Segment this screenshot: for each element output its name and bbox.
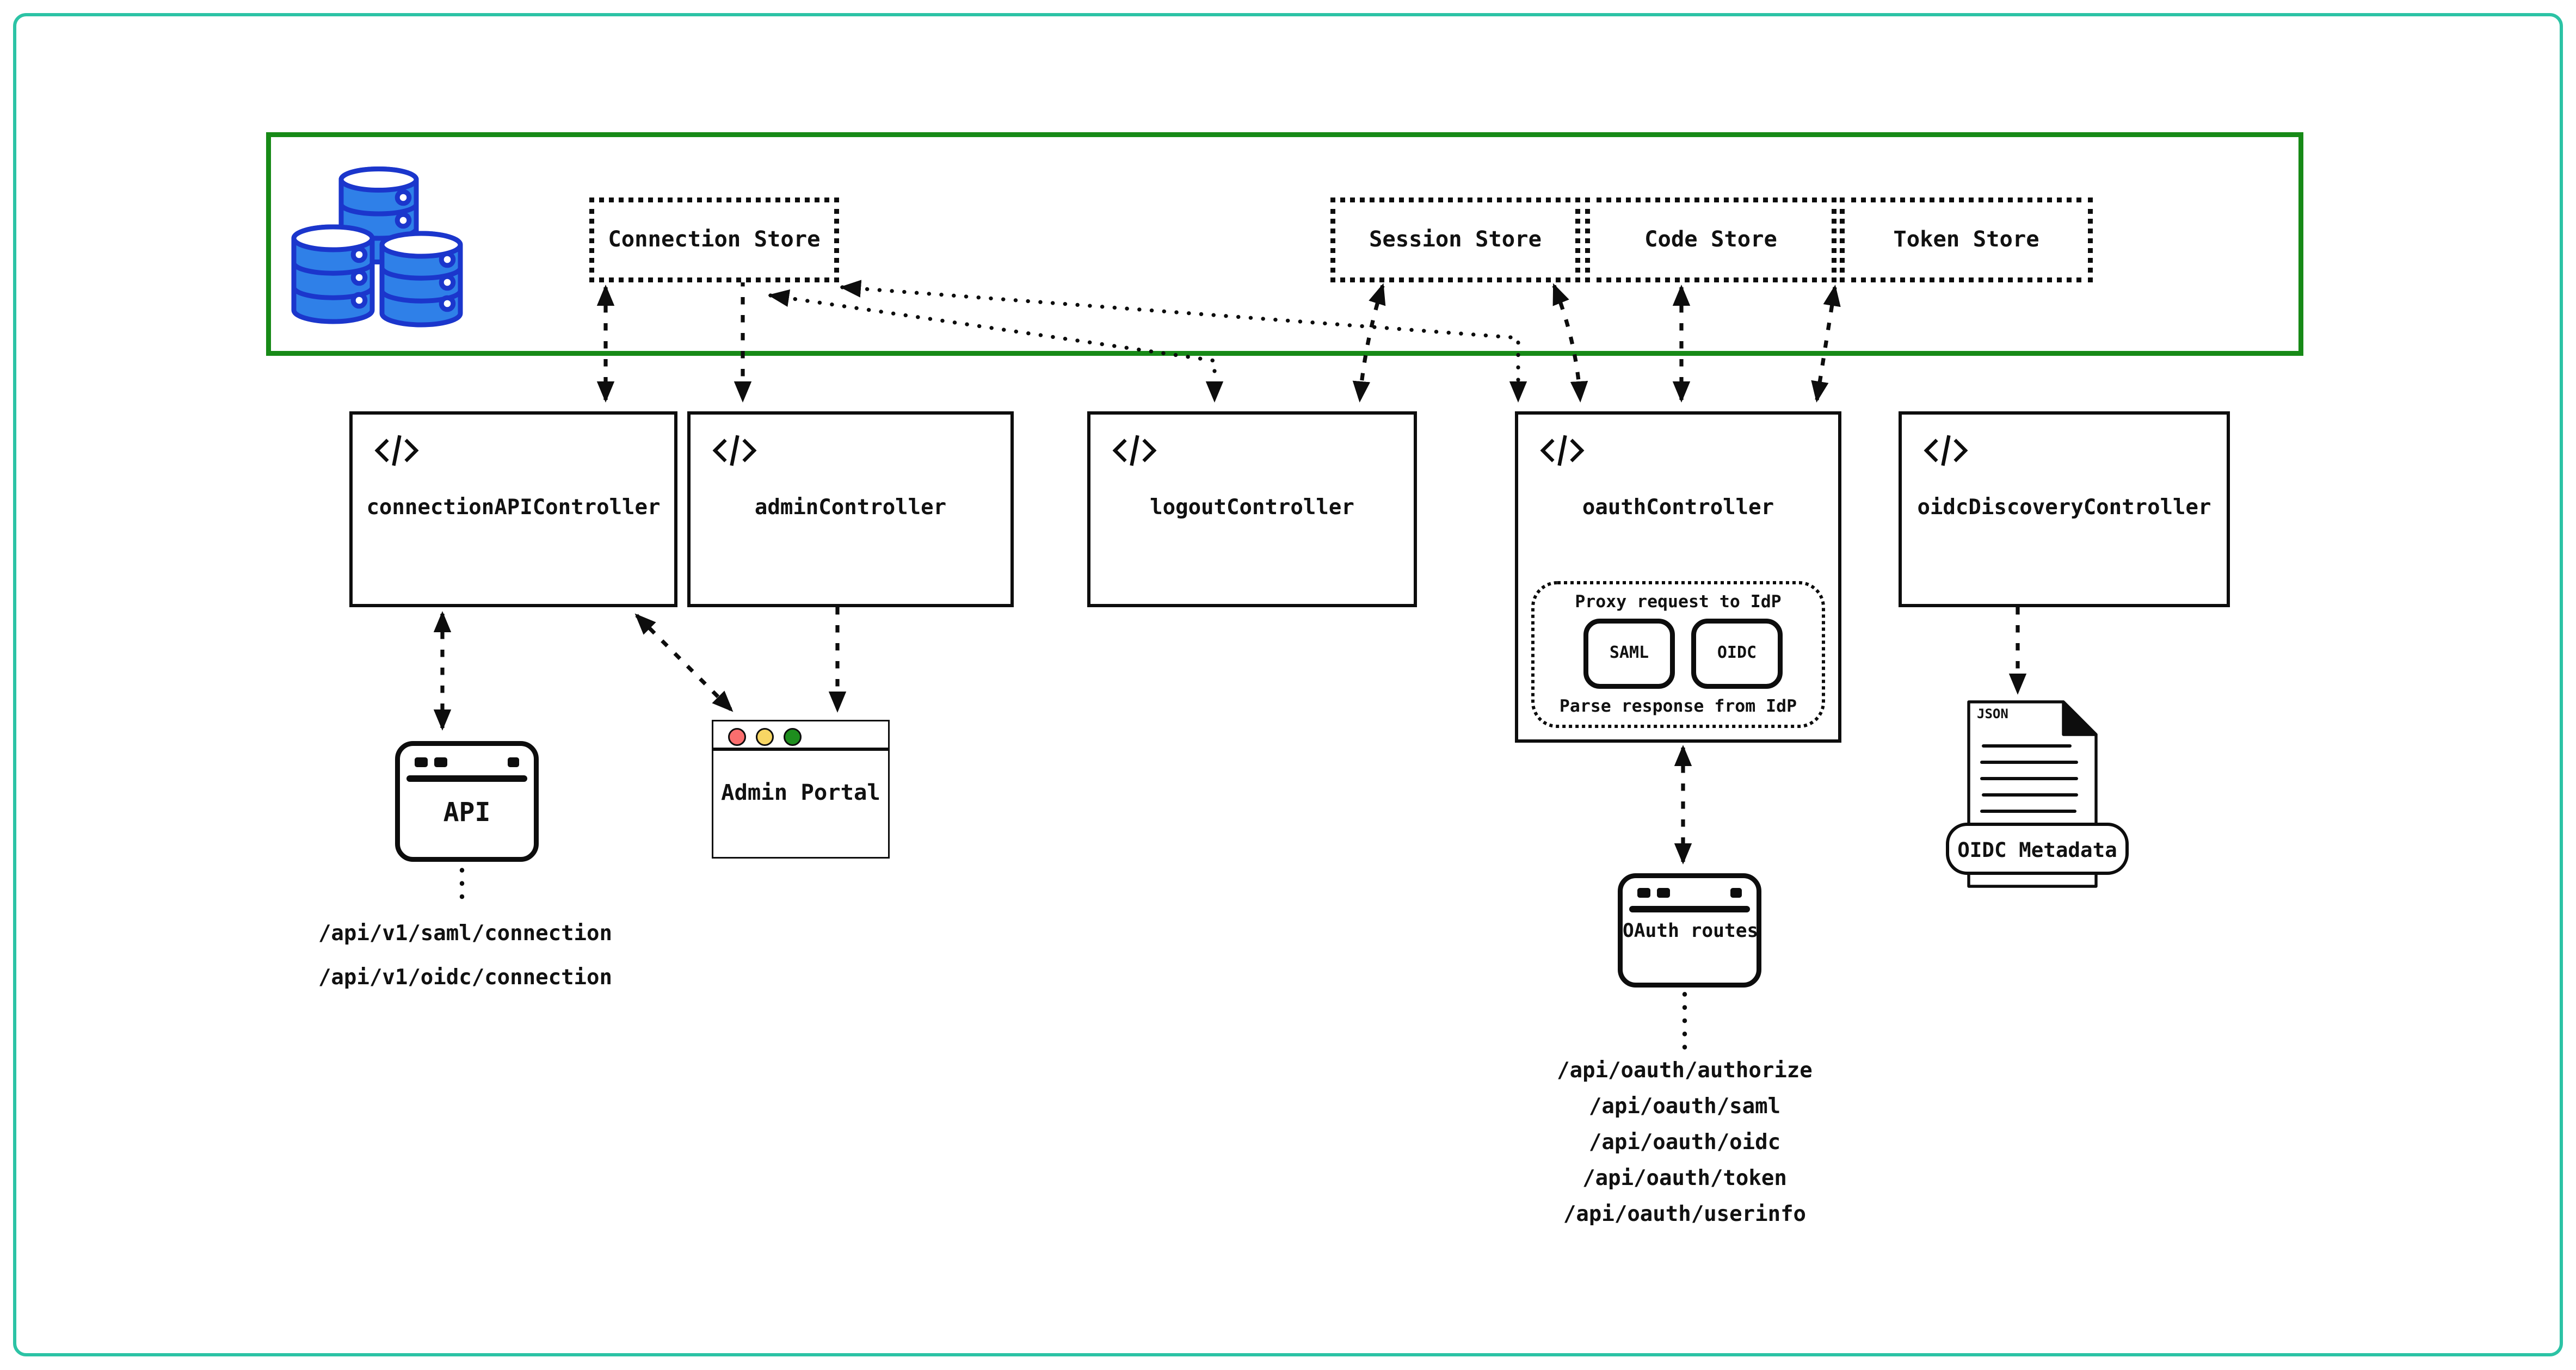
api-window: API bbox=[395, 741, 539, 862]
api-path: /api/v1/oidc/connection bbox=[318, 966, 612, 991]
token-store: Token Store bbox=[1840, 198, 2093, 282]
json-file-type-label: JSON bbox=[1977, 707, 2008, 721]
database-icon bbox=[291, 166, 463, 328]
traffic-light-yellow bbox=[756, 728, 774, 746]
admin-portal-label: Admin Portal bbox=[721, 780, 880, 806]
controller-label: oauthController bbox=[1582, 496, 1774, 521]
connection-store-label: Connection Store bbox=[608, 227, 821, 253]
controller-label: oidcDiscoveryController bbox=[1917, 496, 2211, 521]
connector-tokenstore-oauth bbox=[1811, 285, 1841, 403]
window-dot bbox=[434, 757, 447, 767]
api-window-label: API bbox=[443, 797, 491, 828]
idp-proxy-box: Proxy request to IdP SAML OIDC Parse res… bbox=[1531, 581, 1825, 728]
admin-portal-window: Admin Portal bbox=[712, 720, 890, 859]
controller-label: logoutController bbox=[1150, 496, 1354, 521]
controller-label: connectionAPIController bbox=[366, 496, 661, 521]
browser-separator bbox=[713, 748, 888, 750]
oauth-routes-label: OAuth routes bbox=[1623, 919, 1759, 942]
session-store: Session Store bbox=[1330, 198, 1580, 282]
window-dot bbox=[415, 757, 428, 767]
api-path: /api/oauth/oidc bbox=[1588, 1131, 1781, 1156]
connector-sessionstore-oauth bbox=[1552, 283, 1588, 403]
proxy-request-label: Proxy request to IdP bbox=[1575, 593, 1782, 612]
window-toolbar-line bbox=[1629, 906, 1750, 912]
code-icon bbox=[1540, 435, 1585, 466]
connection-store: Connection Store bbox=[589, 198, 839, 282]
oidc-label: OIDC bbox=[1717, 645, 1757, 663]
code-icon bbox=[1112, 435, 1157, 466]
code-store-label: Code Store bbox=[1644, 227, 1777, 253]
api-path: /api/oauth/userinfo bbox=[1563, 1203, 1807, 1227]
code-icon bbox=[374, 435, 419, 466]
oidc-discovery-controller: oidcDiscoveryController bbox=[1899, 411, 2230, 607]
code-store: Code Store bbox=[1585, 198, 1837, 282]
window-dot bbox=[1637, 888, 1650, 898]
oauth-routes-window: OAuth routes bbox=[1618, 873, 1761, 988]
connector-connectionstore-oauth bbox=[840, 280, 1527, 403]
window-dot bbox=[508, 757, 519, 767]
oauth-controller: oauthController Proxy request to IdP SAM… bbox=[1515, 411, 1841, 743]
logout-controller: logoutController bbox=[1087, 411, 1417, 607]
api-path: /api/oauth/saml bbox=[1588, 1095, 1781, 1120]
session-store-label: Session Store bbox=[1369, 227, 1542, 253]
token-store-label: Token Store bbox=[1893, 227, 2039, 253]
oidc-metadata-banner: OIDC Metadata bbox=[1946, 823, 2129, 875]
window-toolbar-line bbox=[406, 775, 527, 781]
oidc-protocol-chip: OIDC bbox=[1691, 619, 1783, 689]
parse-response-label: Parse response from IdP bbox=[1559, 697, 1797, 717]
api-path: /api/v1/saml/connection bbox=[318, 922, 612, 947]
admin-controller: adminController bbox=[687, 411, 1014, 607]
connection-api-controller: connectionAPIController bbox=[349, 411, 677, 607]
api-path: /api/oauth/token bbox=[1582, 1167, 1787, 1192]
oidc-metadata-label: OIDC Metadata bbox=[1957, 836, 2117, 861]
connection-api-paths: /api/v1/saml/connection /api/v1/oidc/con… bbox=[261, 912, 669, 1001]
connector-sessionstore-logout bbox=[1352, 283, 1386, 403]
window-dot bbox=[1657, 888, 1670, 898]
oauth-paths: /api/oauth/authorize /api/oauth/saml /ap… bbox=[1497, 1054, 1872, 1234]
outer-frame bbox=[13, 13, 2563, 1357]
code-icon bbox=[712, 435, 757, 466]
connector-connectionapi-adminportal bbox=[634, 613, 734, 712]
window-dot bbox=[1730, 888, 1742, 898]
connector-connectionstore-logout bbox=[768, 289, 1224, 403]
code-icon bbox=[1924, 435, 1968, 466]
traffic-light-green bbox=[784, 728, 802, 746]
api-path: /api/oauth/authorize bbox=[1557, 1059, 1813, 1084]
traffic-light-red bbox=[728, 728, 746, 746]
saml-label: SAML bbox=[1609, 645, 1649, 663]
controller-label: adminController bbox=[754, 496, 947, 521]
saml-protocol-chip: SAML bbox=[1583, 619, 1675, 689]
